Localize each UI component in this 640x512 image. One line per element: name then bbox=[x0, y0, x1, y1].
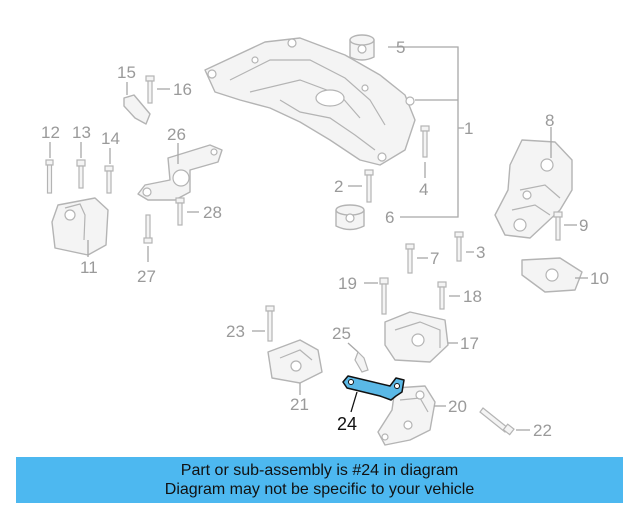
bolt-part-14 bbox=[104, 148, 114, 194]
callout-9: 9 bbox=[579, 216, 588, 235]
bolt-part-2 bbox=[348, 169, 374, 203]
mount-part-11 bbox=[51, 197, 109, 257]
callout-labels: 1 2 3 4 5 6 7 8 9 10 11 12 13 14 15 16 1… bbox=[41, 38, 609, 440]
bolt-part-18 bbox=[437, 281, 460, 310]
bolt-part-23 bbox=[252, 305, 275, 342]
bolt-part-13 bbox=[76, 142, 86, 189]
callout-2: 2 bbox=[334, 177, 343, 196]
bolt-part-12 bbox=[45, 142, 54, 194]
bolt-part-28 bbox=[175, 197, 199, 226]
bolt-part-3 bbox=[454, 231, 474, 262]
callout-10: 10 bbox=[590, 269, 609, 288]
bolt-part-22 bbox=[479, 407, 530, 436]
callout-1: 1 bbox=[464, 119, 473, 138]
callout-17: 17 bbox=[460, 334, 479, 353]
info-banner: Part or sub-assembly is #24 in diagram D… bbox=[16, 457, 623, 503]
callout-6: 6 bbox=[385, 208, 394, 227]
callout-18: 18 bbox=[463, 287, 482, 306]
mount-part-10 bbox=[521, 257, 588, 293]
callout-3: 3 bbox=[476, 243, 485, 262]
banner-line-2: Diagram may not be specific to your vehi… bbox=[164, 481, 475, 498]
bolt-part-4 bbox=[420, 125, 430, 178]
callout-8: 8 bbox=[545, 111, 554, 130]
bolt-part-25 bbox=[347, 342, 369, 373]
bushing-part-6 bbox=[335, 204, 365, 231]
callout-15: 15 bbox=[117, 63, 136, 82]
callout-27: 27 bbox=[137, 267, 156, 286]
callout-26: 26 bbox=[167, 125, 186, 144]
bolt-part-19 bbox=[364, 277, 389, 315]
callout-12: 12 bbox=[41, 123, 60, 142]
callout-16: 16 bbox=[173, 80, 192, 99]
bolt-part-7 bbox=[405, 243, 428, 274]
callout-28: 28 bbox=[203, 203, 222, 222]
callout-13: 13 bbox=[72, 123, 91, 142]
mount-bracket-part-8 bbox=[494, 127, 573, 239]
callout-14: 14 bbox=[101, 129, 120, 148]
bracket-part-15 bbox=[123, 82, 151, 125]
callout-1-bracket bbox=[388, 46, 464, 218]
bracket-part-20 bbox=[377, 385, 446, 446]
banner-line-1: Part or sub-assembly is #24 in diagram bbox=[180, 462, 459, 479]
mount-part-17 bbox=[384, 311, 458, 363]
callout-11: 11 bbox=[80, 258, 98, 277]
bolt-part-9 bbox=[553, 211, 577, 241]
callout-4: 4 bbox=[419, 180, 428, 199]
torque-arm-part-26 bbox=[137, 143, 223, 201]
callout-24: 24 bbox=[337, 414, 357, 434]
callout-7: 7 bbox=[430, 249, 439, 268]
callout-21: 21 bbox=[290, 395, 309, 414]
highlighted-part-24[interactable] bbox=[342, 375, 405, 413]
callout-19: 19 bbox=[338, 274, 357, 293]
bushing-part-5 bbox=[349, 34, 375, 61]
mount-part-21 bbox=[267, 339, 323, 395]
callout-25: 25 bbox=[332, 324, 351, 343]
callout-22: 22 bbox=[533, 421, 552, 440]
bolt-part-27 bbox=[143, 214, 153, 262]
callout-20: 20 bbox=[448, 397, 467, 416]
bolt-part-16 bbox=[145, 75, 170, 104]
callout-23: 23 bbox=[226, 322, 245, 341]
subframe-part-1 bbox=[204, 37, 416, 166]
callout-5: 5 bbox=[396, 38, 405, 57]
